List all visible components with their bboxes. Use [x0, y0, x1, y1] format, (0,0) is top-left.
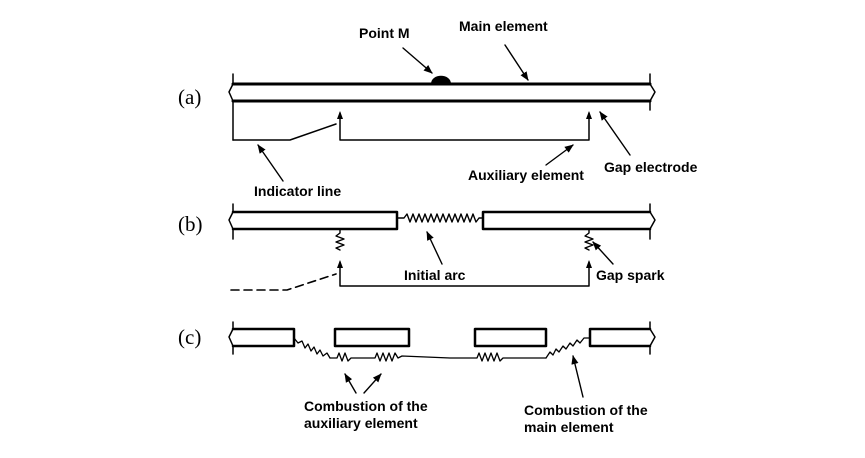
- combustion-main-label-line1: Combustion of the: [524, 402, 648, 418]
- point-m-label: Point M: [359, 25, 410, 41]
- point-m-arrow: [402, 47, 433, 74]
- combustion-aux-label-line2: auxiliary element: [304, 415, 418, 431]
- panel-a: (a) Point M Main element Indicator line …: [178, 18, 698, 199]
- panel-c: (c) Combustion of the auxiliary element …: [178, 321, 656, 435]
- auxiliary-element: [339, 112, 590, 141]
- gap-spark-right: [584, 228, 594, 251]
- combustion-main-arrow: [571, 355, 584, 398]
- arc-right-fragment: [545, 337, 591, 359]
- gap-electrode-label: Gap electrode: [604, 159, 698, 175]
- panel-b-label: (b): [178, 212, 203, 236]
- auxiliary-element-arrow: [545, 144, 574, 166]
- main-fragment-4: [588, 327, 652, 348]
- gap-electrode-right-tip: [586, 111, 592, 119]
- combustion-aux-label-line1: Combustion of the: [304, 398, 428, 414]
- electrode-tip-b-right: [586, 260, 592, 268]
- arc-left-fragment: [293, 337, 331, 359]
- combustion-aux-arrow-left: [344, 373, 357, 394]
- main-element-left-segment: [228, 203, 399, 240]
- gap-electrode-left-tip: [337, 111, 343, 119]
- indicator-line-dashed: [230, 273, 337, 291]
- panel-a-label: (a): [178, 85, 201, 109]
- initial-arc-label: Initial arc: [404, 267, 466, 283]
- initial-arc-zigzag: [396, 213, 484, 223]
- auxiliary-element-combustion: [329, 352, 547, 362]
- initial-arc-arrow: [426, 231, 443, 265]
- indicator-line-arrow: [257, 144, 284, 182]
- point-m-marker: [431, 75, 451, 84]
- combustion-main-label-line2: main element: [524, 419, 614, 435]
- main-element-arrow: [504, 44, 529, 81]
- auxiliary-element-b: [339, 261, 590, 287]
- main-fragment-2: [333, 327, 411, 348]
- gap-spark-arrow: [592, 241, 614, 265]
- combustion-aux-arrow-right: [363, 373, 382, 394]
- indicator-line-label: Indicator line: [254, 183, 341, 199]
- panel-b: (b) Initial arc Gap spark: [178, 203, 665, 291]
- main-element-label: Main element: [459, 18, 548, 34]
- main-element-right-segment: [481, 203, 656, 240]
- main-fragment-3: [473, 327, 548, 348]
- panel-c-label: (c): [178, 325, 201, 349]
- electrode-tip-b-left: [337, 260, 343, 268]
- gap-spark-left: [335, 228, 345, 251]
- indicator-line: [232, 123, 337, 141]
- gap-spark-label: Gap spark: [596, 267, 665, 283]
- auxiliary-element-label: Auxiliary element: [468, 167, 584, 183]
- gap-electrode-arrow: [599, 111, 631, 156]
- main-fragment-1: [231, 327, 296, 348]
